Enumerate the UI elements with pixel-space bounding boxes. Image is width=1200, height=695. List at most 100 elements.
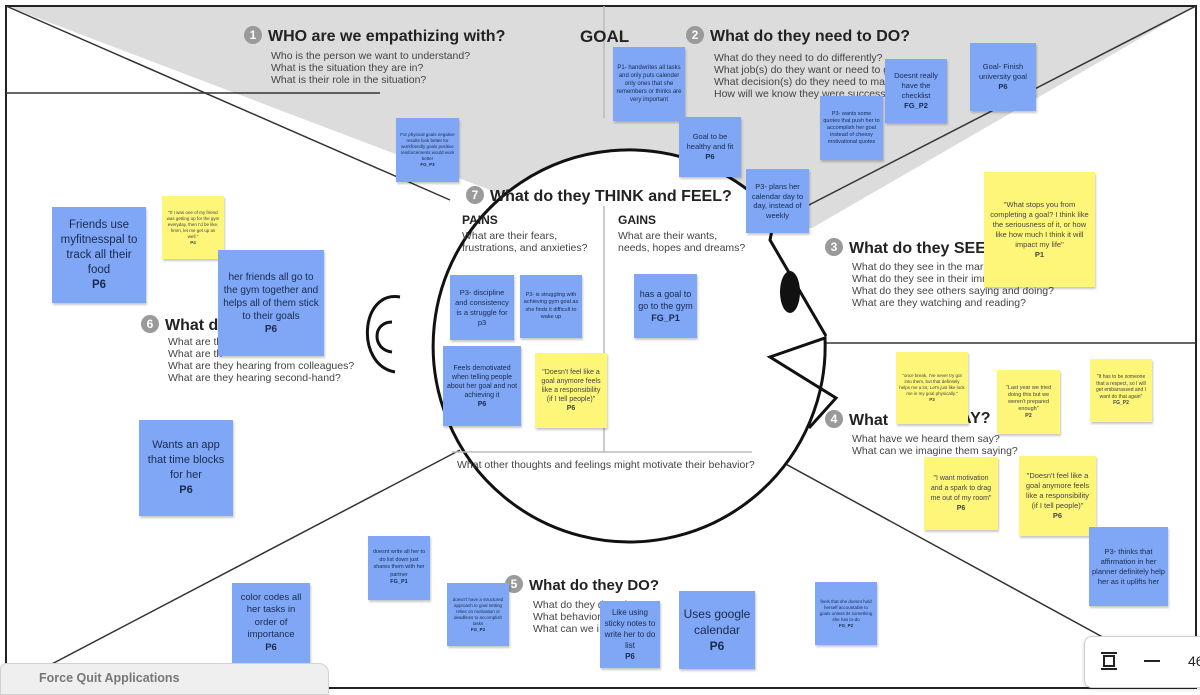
sticky-note-author: FG_P3: [420, 162, 434, 168]
sticky-note-text: Feels demotivated when telling people ab…: [446, 364, 518, 400]
think-bottom-question: What other thoughts and feelings might m…: [457, 459, 755, 471]
sticky-note-author: P6: [478, 400, 487, 409]
section-do-need-line: What job(s) do they want or need to ge: [714, 64, 895, 76]
sticky-note-author: P3: [929, 397, 935, 403]
sticky-note[interactable]: P3- discipline and consistency is a stru…: [450, 275, 514, 340]
sticky-note-text: feels that she doesnt hold herself accou…: [818, 599, 874, 623]
sticky-note[interactable]: Like using sticky notes to write her to …: [600, 601, 660, 668]
sticky-note-author: FG_P1: [651, 312, 680, 324]
pains-title: PAINS: [462, 213, 498, 227]
force-quit-label: Force Quit Applications: [39, 671, 180, 685]
section-do-need-line: What do they need to do differently?: [714, 52, 883, 64]
fit-to-screen-icon[interactable]: [1099, 651, 1119, 671]
sticky-note[interactable]: "Doesn't feel like a goal anymore feels …: [535, 353, 607, 428]
sticky-note[interactable]: feels that she doesnt hold herself accou…: [815, 582, 877, 645]
ear-outline: [367, 297, 400, 372]
pains-sub: frustrations, and anxieties?: [462, 242, 588, 254]
section-think-heading: What do they THINK and FEEL?: [490, 188, 732, 205]
zoom-level: 46: [1188, 653, 1200, 669]
sticky-note[interactable]: Feels demotivated when telling people ab…: [443, 346, 521, 426]
section-say-line: What have we heard them say?: [852, 433, 1000, 445]
sticky-note-author: P2: [1025, 413, 1032, 420]
sticky-note-text: "I want motivation and a spark to drag m…: [927, 474, 995, 504]
sticky-note[interactable]: P3- plans her calendar day to day, inste…: [746, 169, 809, 233]
section-see-line: What do they see in their imm: [852, 273, 991, 285]
sticky-note[interactable]: doesn't have a structured approach to go…: [447, 583, 509, 646]
sticky-note-author: FG_P2: [1113, 400, 1129, 407]
sticky-note[interactable]: P1- handwrites all tasks and only puts c…: [613, 47, 685, 121]
section-hear-line: What are they hearing second-hand?: [168, 372, 341, 384]
sticky-note-text: her friends all go to the gym together a…: [221, 271, 321, 323]
gains-title: GAINS: [618, 213, 656, 227]
sticky-note-author: FG_P2: [904, 101, 928, 111]
sticky-note-author: P6: [957, 504, 966, 514]
sticky-note[interactable]: P3- wants some quotes that push her to a…: [820, 96, 883, 160]
sticky-note-text: Goal- Finish university goal: [973, 62, 1033, 82]
section-do-title: 5What do they DO?: [505, 575, 659, 594]
sticky-note-text: "Doesn't feel like a goal anymore feels …: [1022, 471, 1093, 511]
sticky-note-author: FG_P2: [839, 623, 853, 629]
section-hear-line: What are they hearing from colleagues?: [168, 360, 354, 372]
sticky-note-text: For physical goals negative results look…: [399, 132, 456, 162]
sticky-note-author: P6: [710, 638, 725, 654]
sticky-note-text: doesn't have a structured approach to go…: [450, 597, 506, 627]
sticky-note-text: color codes all her tasks in order of im…: [235, 592, 307, 642]
sticky-note-text: P3- plans her calendar day to day, inste…: [749, 182, 806, 220]
section-do-line: What behavior: [533, 611, 601, 623]
section-say-heading-a: What: [849, 412, 888, 429]
sticky-note[interactable]: "It has to be someone that a respect, so…: [1090, 359, 1152, 422]
section-number-badge: 1: [244, 26, 262, 44]
sticky-note[interactable]: "If I was one of my friend was getting u…: [162, 196, 224, 259]
sticky-note[interactable]: "Last year we tried doing this but we we…: [997, 370, 1060, 434]
section-who-line: Who is the person we want to understand?: [271, 50, 470, 62]
sticky-note[interactable]: "Doesn't feel like a goal anymore feels …: [1019, 456, 1096, 536]
sticky-note-author: P6: [567, 404, 576, 413]
sticky-note[interactable]: "once break, I've never try got into the…: [896, 352, 968, 424]
sticky-note-text: P1- handwrites all tasks and only puts c…: [616, 64, 682, 104]
sticky-note[interactable]: "What stops you from completing a goal? …: [984, 172, 1095, 287]
sticky-note-text: "It has to be someone that a respect, so…: [1093, 374, 1149, 400]
sticky-note-text: "once break, I've never try got into the…: [899, 373, 965, 397]
section-see-line: What do they see in the marke: [852, 261, 994, 273]
pains-sub: What are their fears,: [462, 230, 557, 242]
sticky-note-text: "Doesn't feel like a goal anymore feels …: [538, 368, 604, 404]
sticky-note[interactable]: P3- thinks that affirmation in her plann…: [1089, 527, 1168, 606]
section-do-heading: What do they DO?: [529, 577, 659, 594]
section-do-need-heading: What do they need to DO?: [710, 28, 910, 45]
sticky-note[interactable]: P3- is struggling with achieving gym goa…: [520, 275, 582, 338]
sticky-note-author: P6: [998, 82, 1007, 92]
section-number-badge: 3: [825, 238, 843, 256]
sticky-note-author: P6: [1053, 511, 1062, 521]
sticky-note-text: Like using sticky notes to write her to …: [603, 607, 657, 651]
sticky-note-author: P6: [705, 152, 714, 162]
section-think-title: 7What do they THINK and FEEL?: [466, 186, 732, 206]
sticky-note[interactable]: For physical goals negative results look…: [396, 118, 459, 182]
section-do-line: What can we i: [533, 623, 599, 635]
section-who-line: What is the situation they are in?: [271, 62, 423, 74]
sticky-note[interactable]: her friends all go to the gym together a…: [218, 250, 324, 356]
sticky-note-text: "Last year we tried doing this but we we…: [1000, 385, 1057, 413]
sticky-note[interactable]: "I want motivation and a spark to drag m…: [924, 457, 998, 530]
sticky-note[interactable]: doesnt write all her to do list down jus…: [368, 536, 430, 600]
section-who-title: 1WHO are we empathizing with?: [244, 26, 505, 46]
sticky-note-text: P3- is struggling with achieving gym goa…: [523, 292, 579, 322]
section-do-need-line: What decision(s) do they need to make: [714, 76, 896, 88]
zoom-toolbar: 46: [1084, 636, 1200, 688]
sticky-note-author: P6: [265, 323, 277, 336]
section-hear-line: What are th: [168, 336, 222, 348]
minus-icon[interactable]: [1144, 660, 1160, 662]
sticky-note[interactable]: Friends use myfitnesspal to track all th…: [52, 207, 146, 303]
section-hear-line: What are th: [168, 348, 222, 360]
sticky-note-text: Friends use myfitnesspal to track all th…: [55, 218, 143, 278]
sticky-note[interactable]: color codes all her tasks in order of im…: [232, 583, 310, 663]
force-quit-bar[interactable]: Force Quit Applications: [0, 663, 329, 695]
